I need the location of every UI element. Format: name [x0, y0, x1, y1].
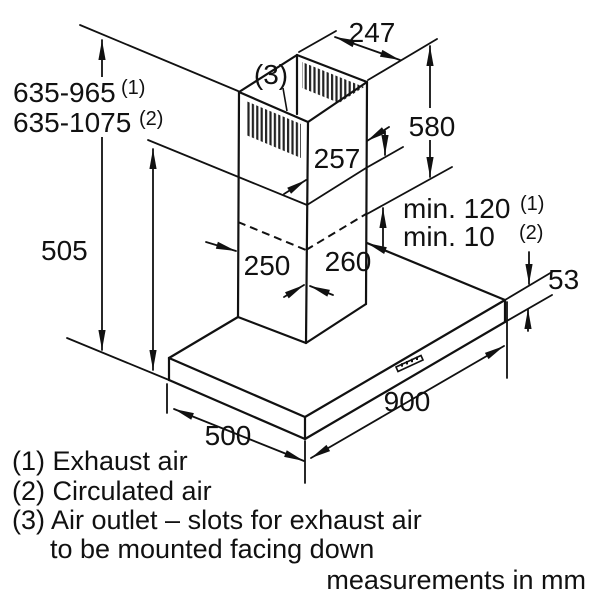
legend-item-exhaust-air: (1) Exhaust air: [12, 446, 188, 476]
chimney-left-face: [238, 92, 308, 343]
arrow-260-front: [283, 284, 305, 299]
chimney-duct: [238, 55, 367, 343]
dim-label-height-recirc: 635-1075: [13, 107, 131, 138]
dim-sup-height-recirc: (2): [139, 108, 163, 130]
arrow-257-rear: [366, 126, 390, 142]
dim-label-canopy-width: 900: [384, 386, 431, 417]
text-mask: [405, 108, 458, 140]
measurements-note: measurements in mm: [326, 565, 586, 595]
extension-lines: [66, 24, 553, 484]
dim-label-upper-depth: 257: [314, 143, 361, 174]
chimney-edges: [236, 53, 369, 345]
telescopic-joint-dashed-line: [237, 213, 367, 251]
legend-item-air-outlet: (3) Air outlet – slots for exhaust air: [12, 505, 422, 535]
air-outlet-slots-inner-wall: [302, 62, 364, 103]
dim-line-top-width: [334, 36, 401, 61]
chimney-section-seam: [147, 139, 404, 206]
dim-label-height-exhaust: 635-965: [13, 77, 116, 108]
dim-sup-height-exhaust: (1): [121, 77, 145, 99]
text-mask: [10, 77, 156, 107]
dim-label-canopy-depth: 500: [205, 420, 252, 451]
dim-label-min-overlap-recirc: min. 10: [403, 221, 495, 252]
dim-line-canopy-width: [310, 345, 505, 459]
dim-label-canopy-thickness: 53: [548, 264, 579, 295]
dim-sup-min-overlap-exhaust: (1): [520, 193, 544, 215]
canopy-back-edge-pointer: [365, 241, 507, 302]
dim-label-lower-depth: 260: [325, 246, 372, 277]
legend-item-circulated-air: (2) Circulated air: [12, 476, 212, 506]
air-outlet-slots-left-face: [246, 101, 301, 158]
dim-label-lower-width: 250: [244, 250, 291, 281]
canopy-top-face: [169, 243, 505, 417]
dim-label-top-width: 247: [349, 17, 396, 48]
arrow-250-left: [205, 241, 237, 252]
dim-sup-min-overlap-recirc: (2): [519, 222, 543, 244]
outlet-marker-label: (3): [254, 59, 288, 90]
arrow-257-front: [283, 179, 307, 195]
dim-label-lower-height: 505: [41, 235, 88, 266]
dim-label-upper-section: 580: [409, 111, 456, 142]
dim-label-min-overlap-exhaust: min. 120: [403, 193, 510, 224]
outlet-leader-line: [282, 87, 288, 112]
legend: (1) Exhaust air (2) Circulated air (3) A…: [12, 446, 422, 564]
dim-line-canopy-depth: [173, 408, 305, 462]
arrow-250-right: [309, 285, 334, 297]
chimney-right-face: [306, 82, 367, 343]
text-mask: [10, 107, 173, 137]
legend-item-air-outlet-cont: to be mounted facing down: [50, 534, 374, 564]
